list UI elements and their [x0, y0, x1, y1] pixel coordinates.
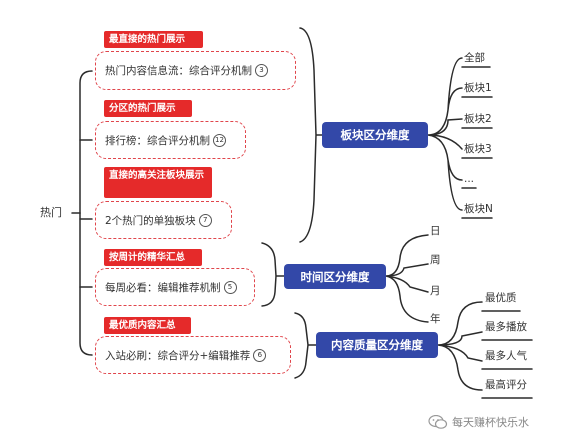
- wechat-icon: [428, 415, 448, 429]
- category-label: 直接的高关注板块展示: [104, 167, 212, 198]
- dimension-node[interactable]: 内容质量区分维度: [316, 332, 438, 358]
- category-label: 分区的热门展示: [104, 100, 192, 117]
- leaf-node: ...: [464, 173, 475, 185]
- count-badge: 6: [253, 348, 267, 362]
- leaf-node: 周: [430, 254, 441, 266]
- leaf-node: 板块1: [464, 82, 492, 94]
- dim2-fan: [385, 234, 429, 323]
- topic-text: 2个热门的单独板块: [105, 214, 196, 227]
- topic-text: 热门内容信息流：综合评分机制: [105, 65, 252, 77]
- leaf-node: 最高评分: [485, 379, 527, 391]
- category-label: 按周计的精华汇总: [104, 249, 202, 266]
- topic-text: 每周必看：编辑推荐机制: [105, 281, 221, 294]
- topic-text: 排行榜：综合评分机制: [105, 134, 210, 147]
- dim1-underlines: [461, 66, 493, 219]
- bracket-2: [261, 242, 285, 307]
- topic-text: 入站必刷：综合评分+编辑推荐: [105, 349, 251, 362]
- leaf-node: 板块3: [464, 143, 492, 155]
- bracket-1: [299, 27, 323, 243]
- dim1-fan: [427, 57, 463, 211]
- trunk-up: [79, 70, 93, 214]
- watermark-text: 每天赚杯快乐水: [452, 416, 529, 429]
- dim3-fan: [437, 301, 483, 391]
- count-badge: 7: [198, 213, 212, 227]
- leaf-node: 年: [430, 313, 441, 325]
- root-node: 热门: [40, 206, 62, 219]
- category-label: 最直接的热门展示: [104, 31, 203, 48]
- count-badge: 3: [255, 64, 268, 77]
- dimension-node[interactable]: 板块区分维度: [322, 122, 428, 148]
- dim3-underlines: [481, 310, 533, 399]
- leaf-node: 最优质: [485, 292, 517, 304]
- leaf-node: 板块2: [464, 113, 492, 125]
- watermark: 每天赚杯快乐水: [428, 414, 529, 430]
- trunk-down: [79, 212, 93, 356]
- leaf-node: 板块N: [464, 203, 493, 215]
- leaf-node: 最多播放: [485, 321, 527, 333]
- leaf-node: 全部: [464, 52, 485, 64]
- leaf-node: 月: [430, 285, 441, 297]
- category-label: 最优质内容汇总: [104, 317, 191, 334]
- bracket-3: [294, 312, 317, 379]
- count-badge: 5: [223, 280, 237, 294]
- leaf-node: 最多人气: [485, 350, 527, 362]
- dimension-node[interactable]: 时间区分维度: [284, 264, 386, 289]
- count-badge: 12: [213, 133, 226, 147]
- leaf-node: 日: [430, 225, 441, 237]
